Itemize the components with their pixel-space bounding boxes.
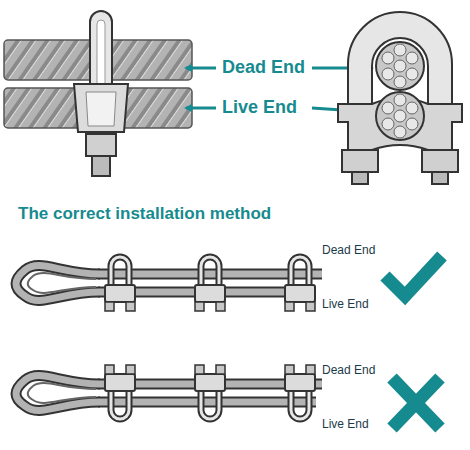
end-label: Live End xyxy=(322,298,369,312)
rope-clip xyxy=(285,365,315,419)
incorrect-assembly xyxy=(16,365,440,428)
rope-clip xyxy=(285,257,315,311)
rope-clip xyxy=(105,365,135,419)
end-label: Dead End xyxy=(222,57,305,78)
dead-end-section xyxy=(376,42,424,90)
rope-clip xyxy=(195,365,225,419)
cross-mark xyxy=(392,378,440,428)
nut xyxy=(86,134,116,156)
section-heading: The correct installation method xyxy=(18,204,271,224)
check-mark xyxy=(385,256,442,296)
saddle xyxy=(74,84,128,132)
end-label: Dead End xyxy=(322,364,375,378)
rope-clip xyxy=(105,257,135,311)
rope-clip xyxy=(195,257,225,311)
end-label: Live End xyxy=(322,418,369,432)
end-label: Live End xyxy=(222,97,297,118)
correct-assembly xyxy=(16,256,442,311)
end-label: Dead End xyxy=(322,244,375,258)
live-end-section xyxy=(376,92,424,140)
live-end-rope xyxy=(4,88,192,128)
